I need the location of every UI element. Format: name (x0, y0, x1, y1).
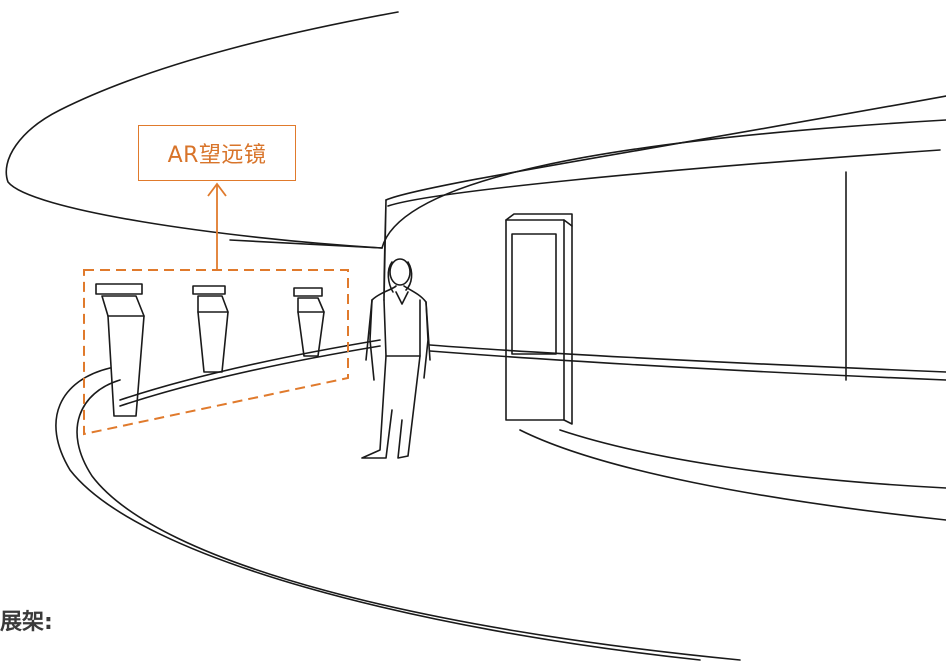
ar-telescope-1 (96, 284, 144, 416)
callout-label: AR望远镜 (168, 137, 267, 169)
central-wall (384, 200, 386, 300)
section-heading: 展架: (0, 604, 53, 636)
upper-ring-line (386, 96, 946, 200)
standing-visitor (362, 259, 430, 458)
ar-telescope-callout: AR望远镜 (138, 125, 296, 181)
ar-telescope-3 (294, 288, 324, 356)
floor-edge (56, 368, 700, 660)
callout-arrow (208, 184, 226, 270)
kiosk-screen (512, 234, 556, 354)
ar-telescope-2 (193, 286, 228, 372)
ceiling-inner-edge (230, 120, 946, 248)
wall-handrail (430, 345, 946, 380)
